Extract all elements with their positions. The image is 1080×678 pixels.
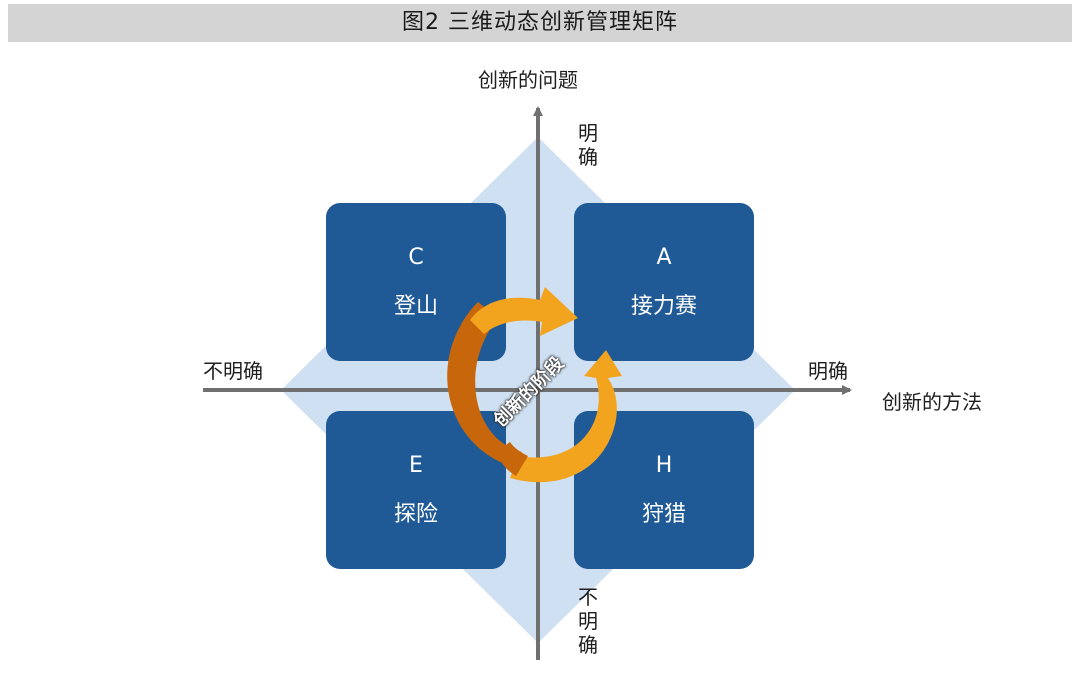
y-axis-label: 创新的问题 xyxy=(478,68,578,92)
cycle-arrow-right xyxy=(510,350,622,483)
bottom-end-label: 不明确 xyxy=(578,585,598,657)
cycle-arrow-top xyxy=(470,287,578,336)
x-axis-label: 创新的方法 xyxy=(882,390,982,414)
quadrant-c-letter: C xyxy=(408,245,424,270)
left-end-label: 不明确 xyxy=(203,359,263,383)
top-end-label: 明确 xyxy=(578,121,598,169)
cycle-arrow-bottom xyxy=(496,442,528,476)
quadrant-h-name: 狩猎 xyxy=(641,502,686,527)
figure-title: 图2 三维动态创新管理矩阵 xyxy=(402,10,678,35)
quadrant-a: A 接力赛 xyxy=(574,203,754,361)
quadrant-a-letter: A xyxy=(656,245,672,270)
quadrant-e-letter: E xyxy=(409,453,423,478)
quadrant-h-letter: H xyxy=(655,453,673,478)
right-end-label: 明确 xyxy=(808,359,848,383)
cycle-arrow-left xyxy=(447,302,522,462)
quadrant-c-name: 登山 xyxy=(393,294,438,319)
quadrant-e-name: 探险 xyxy=(393,502,438,527)
quadrant-a-name: 接力赛 xyxy=(630,294,697,319)
title-bar: 图2 三维动态创新管理矩阵 xyxy=(8,4,1072,42)
